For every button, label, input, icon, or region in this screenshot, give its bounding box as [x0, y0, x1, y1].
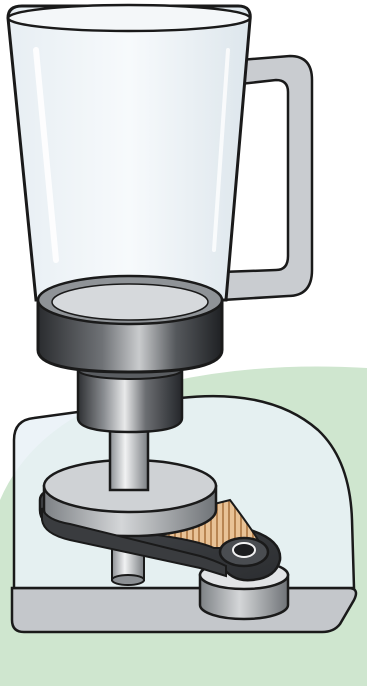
- base-plate: [12, 588, 356, 632]
- jar-rim: [8, 5, 250, 31]
